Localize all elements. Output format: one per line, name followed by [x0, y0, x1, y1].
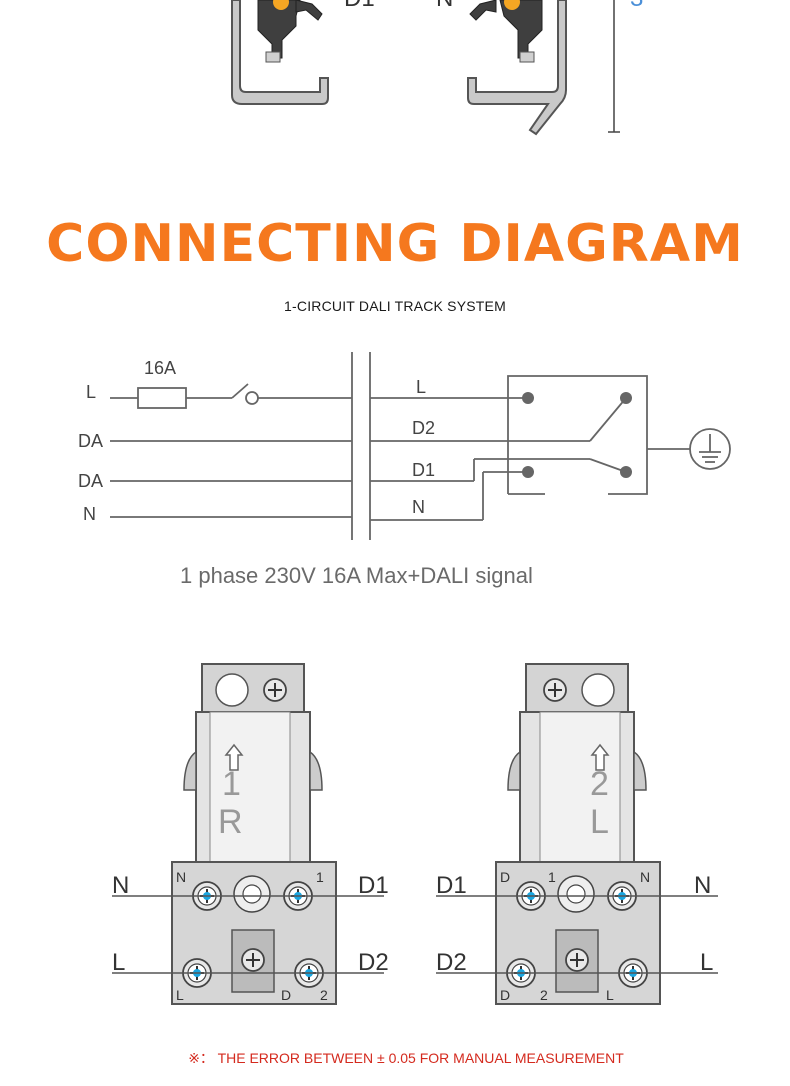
adapter-2-label-bottom-right: L: [700, 949, 713, 976]
wire-label-left-da2: DA: [78, 471, 103, 491]
wire-label-left-da1: DA: [78, 431, 103, 451]
adapter-2: 2 L D 1 N D 2 L D1 N D2 L: [436, 663, 718, 1005]
wire-label-left-l: L: [86, 382, 96, 402]
wire-label-right-d1: D1: [412, 460, 435, 480]
wire-label-right-n: N: [412, 497, 425, 517]
wiring-caption: 1 phase 230V 16A Max+DALI signal: [180, 563, 533, 588]
adapter-2-tiny-2: 2: [540, 987, 548, 1003]
wire-label-right-l: L: [416, 377, 426, 397]
adapter-1-label-top-left: N: [112, 872, 129, 899]
adapter-1-tiny-d: D: [281, 987, 291, 1003]
adapter-1-label-top-right: D1: [358, 872, 389, 899]
page-subtitle: 1-CIRCUIT DALI TRACK SYSTEM: [284, 298, 506, 314]
page-title: CONNECTING DIAGRAM: [46, 214, 744, 274]
orange-knob-icon: [273, 0, 289, 10]
adapter-2-tiny-n: N: [640, 869, 650, 885]
fuse-label: 16A: [144, 358, 176, 378]
profile-label-d1: D1: [344, 0, 375, 12]
wire-label-right-d2: D2: [412, 418, 435, 438]
orange-knob-icon: [504, 0, 520, 10]
adapter-1-label-bottom-left: L: [112, 949, 125, 976]
profile-label-n: N: [436, 0, 453, 12]
wiring-diagram: 16A L DA DA N L D2 D1 N: [78, 352, 731, 540]
adapter-2-tiny-d2: D: [500, 987, 510, 1003]
wire-label-left-n: N: [83, 504, 96, 524]
adapter-2-tiny-d1: D: [500, 869, 510, 885]
adapter-2-label-top-left: D1: [436, 872, 467, 899]
adapter-1-tiny-1: 1: [316, 869, 324, 885]
adapter-1-tiny-n: N: [176, 869, 186, 885]
adapter-2-number: 2: [590, 765, 609, 803]
dimension-label: 3: [630, 0, 643, 12]
adapter-1: 1 R N 1 L D 2 N D1 L D2: [112, 663, 389, 1005]
adapter-1-side: R: [218, 803, 243, 841]
adapter-2-tiny-1: 1: [548, 869, 556, 885]
adapter-1-number: 1: [222, 765, 241, 803]
measurement-note: ※： THE ERROR BETWEEN ± 0.05 FOR MANUAL M…: [188, 1050, 624, 1066]
adapter-2-side: L: [590, 803, 609, 841]
adapter-2-label-bottom-left: D2: [436, 949, 467, 976]
adapter-2-label-top-right: N: [694, 872, 711, 899]
adapter-1-tiny-2: 2: [320, 987, 328, 1003]
track-profile-drawing: D1 N 3: [231, 0, 643, 136]
adapter-2-tiny-l: L: [606, 987, 614, 1003]
adapter-1-label-bottom-right: D2: [358, 949, 389, 976]
adapter-1-tiny-l: L: [176, 987, 184, 1003]
